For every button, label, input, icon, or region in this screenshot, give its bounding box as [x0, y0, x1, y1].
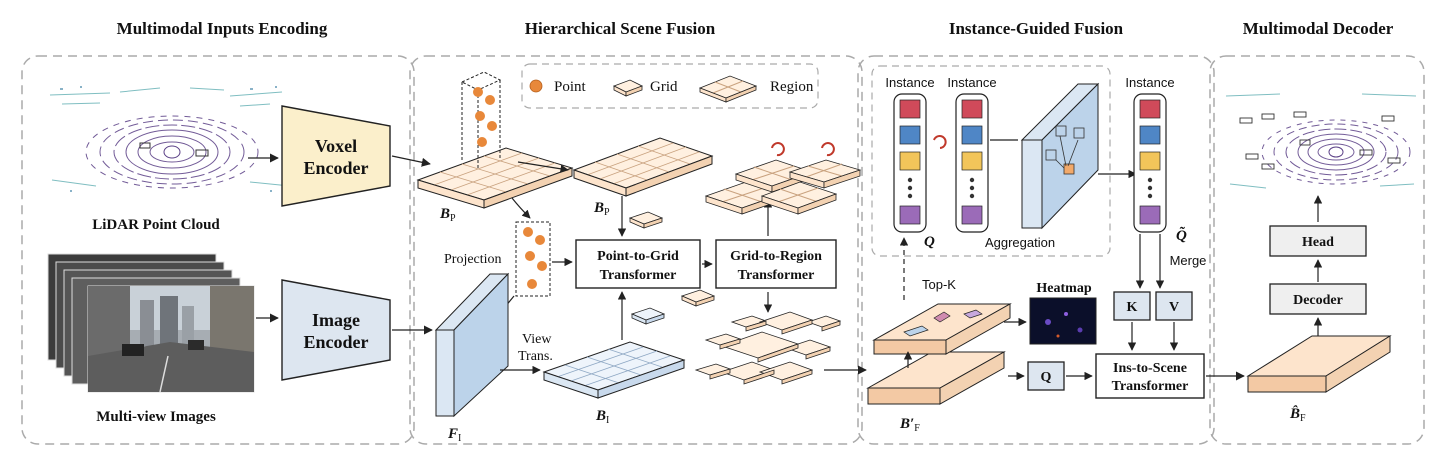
image-encoder-label-1: Image — [312, 310, 360, 330]
p2g-transformer-box: Point-to-Grid Transformer — [575, 239, 701, 289]
topk-label: Top-K — [922, 277, 956, 292]
q-box-label: Q — [1041, 370, 1052, 385]
image-encoder: Image Encoder — [281, 279, 391, 381]
fi-feature-panel — [434, 272, 510, 418]
ins2scene-label-1: Ins-to-Scene — [1113, 361, 1187, 376]
legend-region-label: Region — [770, 79, 814, 95]
lidar-point-cloud-image — [49, 86, 291, 192]
g2r-label-1: Grid-to-Region — [730, 249, 822, 264]
legend-point-label: Point — [554, 79, 587, 95]
aggregation-feature-panel — [1020, 82, 1100, 230]
g2r-transformer-box: Grid-to-Region Transformer — [715, 239, 837, 289]
panel-instance — [857, 55, 1215, 445]
instance-token-column-1 — [893, 93, 927, 233]
images-label: Multi-view Images — [96, 409, 216, 425]
decoder-box: Decoder — [1269, 283, 1367, 315]
aggregation-panel — [871, 65, 1111, 257]
panel-decoder — [1209, 55, 1425, 445]
bp-symbol-2: BP — [593, 200, 610, 218]
projection-label: Projection — [444, 252, 502, 267]
legend-region-icon — [698, 75, 758, 103]
p2g-label-1: Point-to-Grid — [597, 249, 679, 264]
head-box: Head — [1269, 225, 1367, 257]
g2r-label-2: Transformer — [738, 268, 815, 283]
instance-token-column-qtilde — [1133, 93, 1167, 233]
bi-symbol: BI — [595, 408, 609, 426]
bf-prime-symbol: B′F — [899, 416, 920, 434]
view-trans-label-1: View — [522, 332, 552, 347]
bp-symbol-1: BP — [439, 206, 456, 224]
arrow-bp-to-bp — [517, 161, 569, 173]
view-trans-label-2: Trans. — [518, 349, 553, 364]
recurrent-icon-3 — [933, 135, 947, 149]
bf-prime-feature-stack — [866, 303, 1012, 405]
recurrent-icon-2 — [821, 142, 835, 157]
instance-label-1: Instance — [885, 75, 934, 90]
region-blocks-top — [704, 142, 862, 215]
output-point-cloud-image — [1225, 93, 1417, 189]
k-box: K — [1113, 291, 1151, 321]
bi-grid — [542, 341, 686, 399]
ins2scene-label-2: Transformer — [1112, 379, 1189, 394]
lidar-label: LiDAR Point Cloud — [92, 217, 220, 233]
p2g-label-2: Transformer — [600, 268, 677, 283]
voxel-encoder: Voxel Encoder — [281, 105, 391, 207]
merge-label: Merge — [1170, 253, 1207, 268]
section-title-fusion: Hierarchical Scene Fusion — [525, 19, 716, 38]
v-label: V — [1169, 300, 1179, 315]
instance-label-3: Instance — [1125, 75, 1174, 90]
recurrent-icon-1 — [771, 142, 785, 157]
heatmap-label: Heatmap — [1036, 281, 1091, 296]
bp-grid — [572, 137, 714, 197]
instance-token-column-2 — [955, 93, 989, 233]
legend-point-icon — [529, 79, 543, 93]
aggregation-label: Aggregation — [985, 235, 1055, 250]
v-box: V — [1155, 291, 1193, 321]
instance-label-2: Instance — [947, 75, 996, 90]
panel-inputs — [21, 55, 415, 445]
bf-hat-feature-map — [1246, 335, 1392, 393]
fi-symbol: FI — [447, 426, 461, 444]
ins2scene-transformer-box: Ins-to-Scene Transformer — [1095, 353, 1205, 399]
section-title-inputs: Multimodal Inputs Encoding — [117, 19, 328, 38]
grid-tiles-small — [628, 211, 716, 325]
qtilde-symbol: Q̃ — [1176, 226, 1187, 244]
q-symbol: Q — [924, 234, 935, 250]
region-blocks-bottom — [694, 311, 842, 385]
legend-grid-icon — [613, 79, 643, 97]
voxel-encoder-label-1: Voxel — [315, 136, 357, 156]
bf-hat-symbol: B̂F — [1289, 404, 1306, 424]
q-box: Q — [1027, 361, 1065, 391]
legend-grid-label: Grid — [650, 79, 678, 95]
k-label: K — [1127, 300, 1138, 315]
multi-view-images — [47, 253, 255, 393]
heatmap-image — [1029, 297, 1097, 345]
voxel-encoder-label-2: Encoder — [304, 158, 369, 178]
head-label: Head — [1302, 235, 1334, 250]
decoder-label: Decoder — [1293, 293, 1343, 308]
arrow-voxel-to-bp — [391, 155, 431, 167]
projection-points — [515, 221, 551, 297]
panel-fusion — [409, 55, 863, 445]
arrow-bp-to-projection — [511, 197, 531, 219]
section-title-instance: Instance-Guided Fusion — [949, 19, 1124, 38]
bp-grid-input — [416, 71, 574, 209]
section-title-decoder: Multimodal Decoder — [1243, 19, 1394, 38]
image-encoder-label-2: Encoder — [304, 332, 369, 352]
legend: Point Grid Region — [521, 63, 819, 109]
